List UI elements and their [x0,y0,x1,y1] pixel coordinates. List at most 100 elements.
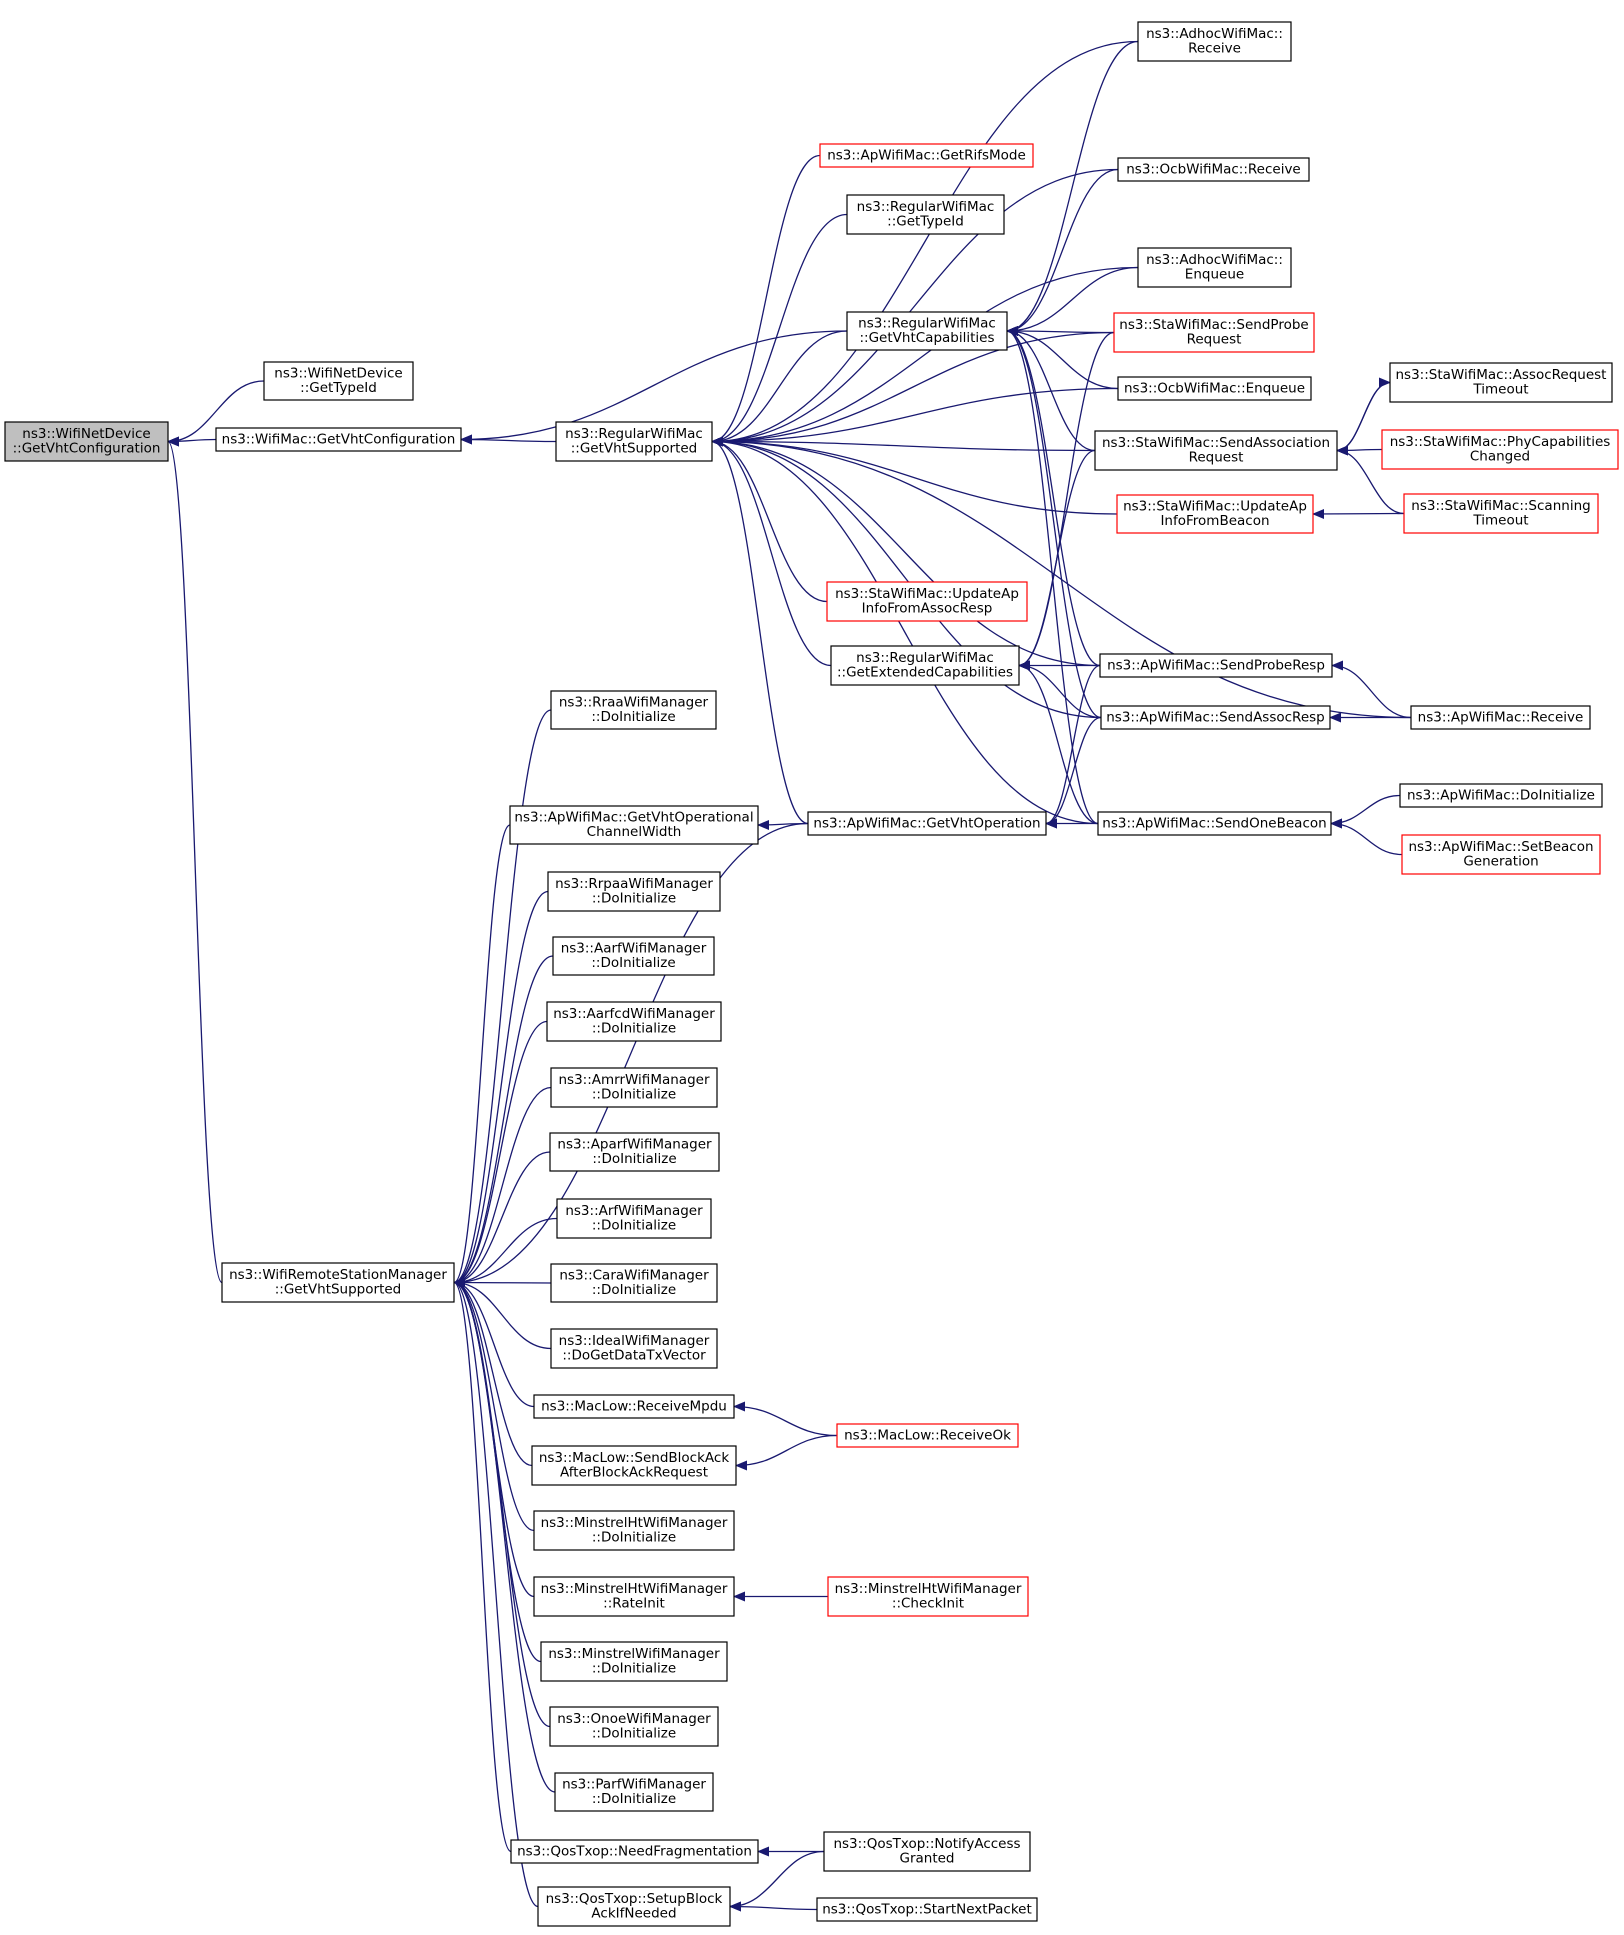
node-ocb-receive[interactable]: ns3::OcbWifiMac::Receive [1117,157,1310,182]
node-label-line: ::DoInitialize [592,1087,676,1103]
edge-path [453,1277,535,1408]
node-ap-sendproberesp[interactable]: ns3::ApWifiMac::SendProbeResp [1099,653,1333,678]
node-label-line: ChannelWidth [587,824,682,840]
node-ap-sendassocresp[interactable]: ns3::ApWifiMac::SendAssocResp [1100,705,1331,730]
edge-sta-sendprobe-to-rwm-getvhtsupported [711,331,1115,447]
node-rrpaa-doinit[interactable]: ns3::RrpaaWifiManager::DoInitialize [547,871,721,912]
edge-sta-updateapassoc-to-rwm-getvhtsupported [711,436,828,603]
node-ap-sendonebeacon[interactable]: ns3::ApWifiMac::SendOneBeacon [1097,811,1332,836]
node-box [540,1641,728,1682]
node-maclow-receiveok[interactable]: ns3::MacLow::ReceiveOk [836,1423,1019,1448]
edge-wnd-gettypeid-to-root [167,380,265,447]
node-qos-startnextpacket[interactable]: ns3::QosTxop::StartNextPacket [816,1897,1038,1922]
node-label-line: ns3::AparfWifiManager [557,1137,712,1153]
edge-sta-scanningtimeout-to-sta-sendassoc [1336,445,1405,515]
edge-path [1006,168,1119,336]
node-label-line: ::GetTypeId [300,380,377,396]
node-box [556,1198,712,1239]
node-ap-doinit[interactable]: ns3::ApWifiMac::DoInitialize [1399,783,1603,808]
node-aarf-doinit[interactable]: ns3::AarfWifiManager::DoInitialize [552,936,715,976]
edge-path [453,1277,539,1908]
node-box [846,194,1005,235]
edge-ap-getvhtop-to-rwm-getvhtsupported [711,436,809,825]
edge-path [711,436,1099,825]
node-minstrel-doinit[interactable]: ns3::MinstrelWifiManager::DoInitialize [540,1641,728,1682]
node-onoe-doinit[interactable]: ns3::OnoeWifiManager::DoInitialize [549,1706,719,1747]
edge-path [1006,326,1101,667]
node-aarfcd-doinit[interactable]: ns3::AarfcdWifiManager::DoInitialize [546,1001,722,1042]
edge-path [453,1277,512,1853]
node-ap-getvhtop[interactable]: ns3::ApWifiMac::GetVhtOperation [807,811,1047,836]
edge-path [453,890,549,1288]
node-ideal-dogetdatatx[interactable]: ns3::IdealWifiManager::DoGetDataTxVector [550,1328,718,1369]
node-ocb-enqueue[interactable]: ns3::OcbWifiMac::Enqueue [1117,376,1312,401]
node-parf-doinit[interactable]: ns3::ParfWifiManager::DoInitialize [554,1772,714,1812]
edge-path [453,1151,551,1288]
node-arf-doinit[interactable]: ns3::ArfWifiManager::DoInitialize [556,1198,712,1239]
node-ap-receive[interactable]: ns3::ApWifiMac::Receive [1410,705,1591,730]
node-ap-getrifsmode[interactable]: ns3::ApWifiMac::GetRifsMode [819,143,1034,168]
node-label-line: ::GetVhtCapabilities [860,330,995,346]
node-aparf-doinit[interactable]: ns3::AparfWifiManager::DoInitialize [549,1132,720,1172]
edge-qos-needfrag-to-wrsm-getvhtsupported [453,1277,512,1853]
node-label-line: Timeout [1472,382,1528,398]
edge-path [711,40,1139,447]
edge-amrr-doinit-to-wrsm-getvhtsupported [453,1086,552,1288]
node-maclow-receivempdu[interactable]: ns3::MacLow::ReceiveMpdu [533,1394,735,1419]
node-sta-updateapassoc[interactable]: ns3::StaWifiMac::UpdateApInfoFromAssocRe… [826,581,1028,622]
node-label-line: ns3::StaWifiMac::PhyCapabilities [1390,434,1611,450]
node-adhoc-receive[interactable]: ns3::AdhocWifiMac::Receive [1137,21,1292,62]
edge-ap-sendassocresp-to-rwm-getvhtcaps [1006,326,1102,719]
edge-adhoc-receive-to-rwm-getvhtcaps [1006,40,1139,336]
node-label-line: ns3::MinstrelWifiManager [548,1646,720,1662]
edge-path [453,824,511,1288]
node-label-line: ::DoInitialize [592,1661,676,1677]
node-label-line: ::DoInitialize [592,891,676,907]
node-maclow-sendblockack[interactable]: ns3::MacLow::SendBlockAckAfterBlockAckRe… [531,1445,737,1486]
edge-path [729,1901,818,1912]
node-rwm-gettypeid[interactable]: ns3::RegularWifiMac::GetTypeId [846,194,1005,235]
node-adhoc-enqueue[interactable]: ns3::AdhocWifiMac::Enqueue [1137,247,1292,288]
edge-path [1006,326,1115,337]
edge-path [1006,326,1099,825]
node-label-line: ns3::ApWifiMac::SendProbeResp [1107,657,1325,673]
node-box [550,1263,718,1303]
node-label-line: ::DoInitialize [592,1530,676,1546]
edge-path [1018,660,1099,825]
edge-path [733,1401,838,1437]
edge-ideal-dogetdatatx-to-wrsm-getvhtsupported [453,1277,552,1350]
node-ap-getvhtopchw[interactable]: ns3::ApWifiMac::GetVhtOperationalChannel… [509,805,759,845]
node-amrr-doinit[interactable]: ns3::AmrrWifiManager::DoInitialize [550,1067,718,1108]
node-box [550,690,717,730]
edge-ap-setbeacongen-to-ap-sendonebeacon [1330,818,1403,856]
node-rwm-getvhtsupported[interactable]: ns3::RegularWifiMac::GetVhtSupported [555,421,713,462]
edge-path [711,168,1119,447]
edge-path [1330,818,1403,856]
edge-ap-sendproberesp-to-rwm-getvhtcaps [1006,326,1101,667]
node-minstrelht-checkinit[interactable]: ns3::MinstrelHtWifiManager::CheckInit [827,1576,1029,1617]
node-wrsm-getvhtsupported[interactable]: ns3::WifiRemoteStationManager::GetVhtSup… [221,1262,455,1303]
node-label-line: ::DoInitialize [592,1282,676,1298]
node-rraa-doinit[interactable]: ns3::RraaWifiManager::DoInitialize [550,690,717,730]
node-wnd-gettypeid[interactable]: ns3::WifiNetDevice::GetTypeId [263,361,414,401]
node-label-line: ::GetExtendedCapabilities [837,665,1013,681]
node-rwm-getvhtcaps[interactable]: ns3::RegularWifiMac::GetVhtCapabilities [846,311,1008,351]
node-wm-getvhtconfig[interactable]: ns3::WifiMac::GetVhtConfiguration [215,427,462,452]
edge-path [711,436,1118,515]
node-qos-needfrag[interactable]: ns3::QosTxop::NeedFragmentation [510,1839,759,1864]
node-rwm-getextcaps[interactable]: ns3::RegularWifiMac::GetExtendedCapabili… [830,645,1020,686]
node-minstrelht-rateinit[interactable]: ns3::MinstrelHtWifiManager::RateInit [533,1576,735,1617]
node-cara-doinit[interactable]: ns3::CaraWifiManager::DoInitialize [550,1263,718,1303]
node-minstrelht-doinit[interactable]: ns3::MinstrelHtWifiManager::DoInitialize [533,1510,735,1551]
node-label-line: ns3::ApWifiMac::SendOneBeacon [1102,815,1326,831]
